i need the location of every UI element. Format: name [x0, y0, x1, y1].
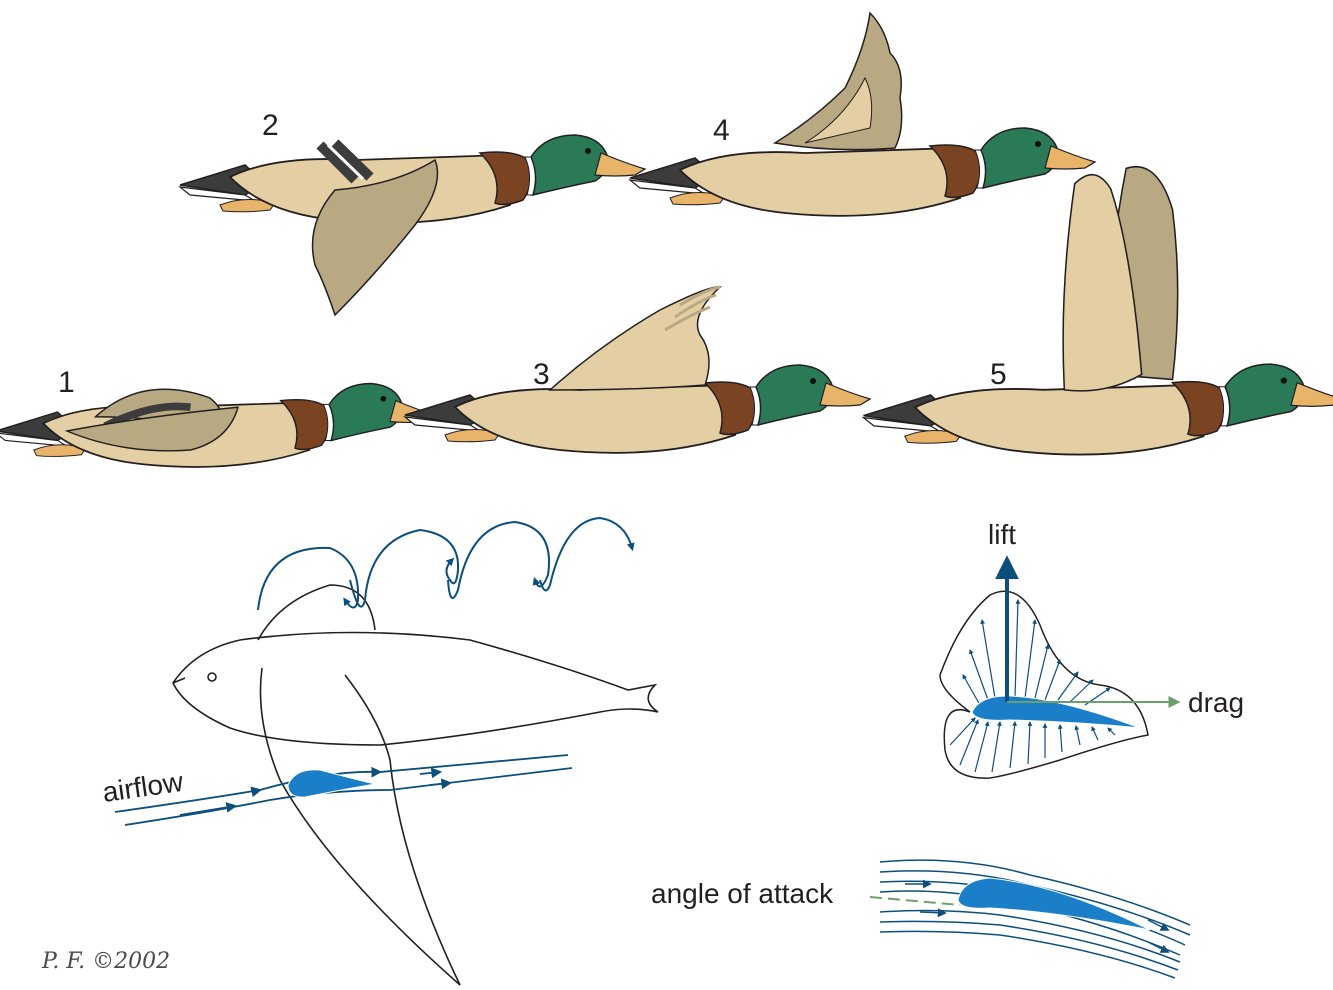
- pressure-distribution: [940, 560, 1178, 778]
- angle-of-attack-streamlines: [880, 860, 1190, 978]
- frame-number-1: 1: [58, 366, 75, 399]
- duck-frame-3: [405, 287, 870, 453]
- swift-outline: [173, 585, 658, 985]
- drag-label: drag: [1188, 687, 1244, 718]
- frame-number-5: 5: [990, 358, 1007, 391]
- frame-number-2: 2: [262, 109, 279, 142]
- angle-of-attack-label: angle of attack: [651, 878, 834, 909]
- duck-frame-2: [180, 135, 645, 315]
- angle-of-attack-airfoil: [958, 878, 1150, 930]
- frame-number-3: 3: [533, 358, 550, 391]
- airflow-label: airflow: [101, 766, 186, 808]
- frame-number-4: 4: [713, 114, 730, 147]
- vortex-trail: [258, 518, 632, 610]
- artist-signature: P. F. ©2002: [41, 949, 170, 974]
- lift-label: lift: [988, 519, 1016, 550]
- angle-reference-line: [870, 897, 960, 905]
- duck-frame-5: [864, 167, 1333, 455]
- duck-frame-4: [630, 13, 1095, 216]
